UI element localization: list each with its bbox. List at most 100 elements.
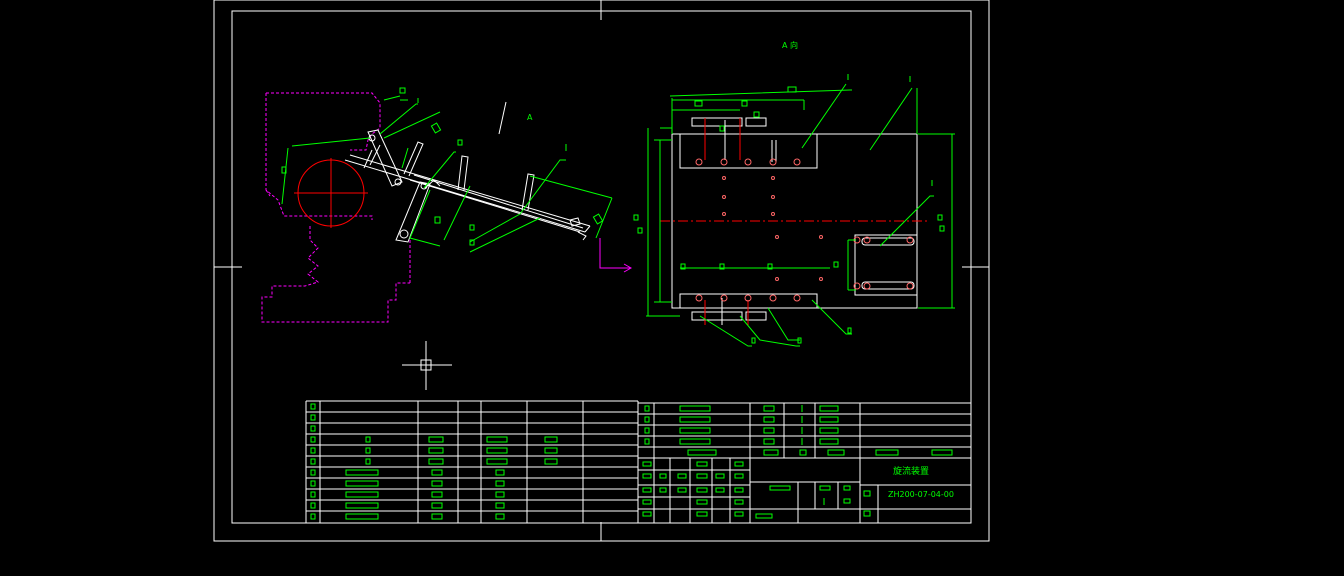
cell-tag xyxy=(819,438,839,445)
cell-tag xyxy=(642,487,652,493)
cell-tag xyxy=(544,458,558,465)
cell-tag xyxy=(863,510,871,517)
cell-tag xyxy=(642,511,652,517)
cell-tag xyxy=(495,491,505,498)
cell-tag xyxy=(659,473,667,479)
drawing-number: ZH200-07-04-00 xyxy=(888,490,954,499)
cell-tag xyxy=(819,427,839,434)
arm-mechanism xyxy=(344,129,591,243)
right-view-tags xyxy=(633,74,945,344)
cell-tag xyxy=(696,461,708,467)
cell-tag xyxy=(696,499,708,505)
cell-tag xyxy=(679,416,711,423)
cell-tag xyxy=(734,511,744,517)
cell-tag xyxy=(495,513,505,520)
cell-tag xyxy=(310,469,316,476)
cell-tag xyxy=(310,480,316,487)
cell-tag xyxy=(310,425,316,432)
cell-tag xyxy=(345,469,379,476)
bolt-holes xyxy=(695,158,914,302)
cell-tag xyxy=(819,416,839,423)
cell-tag xyxy=(644,405,650,412)
cell-tag xyxy=(431,491,443,498)
cell-tag xyxy=(345,502,379,509)
cell-tag xyxy=(677,487,687,493)
view-title-label: A 向 xyxy=(782,40,798,50)
left-view-tags xyxy=(281,87,604,246)
cell-tag xyxy=(679,405,711,412)
housing-outline xyxy=(261,92,411,323)
cell-tag xyxy=(763,416,775,423)
cell-tag xyxy=(428,447,444,454)
cell-tag xyxy=(310,502,316,509)
cell-tag xyxy=(365,458,371,465)
cell-tag xyxy=(696,511,708,517)
plate-centerline xyxy=(660,118,928,325)
section-arrow-line xyxy=(498,101,507,135)
cell-tag xyxy=(763,405,775,412)
cell-tag xyxy=(431,502,443,509)
cell-tag xyxy=(875,449,899,456)
title-block xyxy=(638,457,971,524)
cell-tag xyxy=(544,436,558,443)
cell-tag xyxy=(642,461,652,467)
cell-tag xyxy=(843,498,851,504)
cell-tag xyxy=(544,447,558,454)
cell-tag xyxy=(763,449,779,456)
cell-tag xyxy=(679,427,711,434)
sheet-frame xyxy=(213,0,990,542)
crosshair-cursor[interactable] xyxy=(402,341,452,390)
cell-tag xyxy=(310,436,316,443)
cell-tag xyxy=(642,473,652,479)
cell-tag xyxy=(428,458,444,465)
cell-tag xyxy=(495,480,505,487)
drive-wheel xyxy=(294,158,368,228)
cell-tag xyxy=(763,438,775,445)
cell-tag xyxy=(843,485,851,491)
cell-tag xyxy=(769,485,791,491)
cell-tag xyxy=(495,502,505,509)
cell-tag xyxy=(687,449,717,456)
cell-tag xyxy=(310,403,316,410)
cell-tag xyxy=(755,513,773,519)
cell-tag xyxy=(644,438,650,445)
cell-tag xyxy=(734,499,744,505)
view-arrow-label: A xyxy=(527,113,533,122)
cell-tag xyxy=(365,436,371,443)
cell-tag xyxy=(345,480,379,487)
cell-tag xyxy=(345,513,379,520)
cell-tag xyxy=(715,487,725,493)
cell-tag xyxy=(642,499,652,505)
cell-tag xyxy=(310,447,316,454)
bom-table xyxy=(305,400,972,524)
bom-table-tags xyxy=(310,403,953,520)
cell-tag xyxy=(819,485,831,491)
cell-tag xyxy=(345,491,379,498)
cell-tag xyxy=(495,469,505,476)
cell-tag xyxy=(310,513,316,520)
outer-border xyxy=(213,0,990,542)
cell-tag xyxy=(734,487,744,493)
cell-tag xyxy=(734,473,744,479)
cell-tag xyxy=(827,449,845,456)
cell-tag xyxy=(310,414,316,421)
title-block-tags xyxy=(642,461,871,519)
cell-tag xyxy=(365,447,371,454)
cell-tag xyxy=(677,473,687,479)
cell-tag xyxy=(659,487,667,493)
cell-tag xyxy=(696,487,708,493)
cell-tag xyxy=(763,427,775,434)
cell-tag xyxy=(486,458,508,465)
cell-tag xyxy=(715,473,725,479)
cell-tag xyxy=(679,438,711,445)
cell-tag xyxy=(431,469,443,476)
cell-tag xyxy=(644,416,650,423)
direction-arrow xyxy=(599,238,633,273)
cell-tag xyxy=(734,461,744,467)
cell-tag xyxy=(431,513,443,520)
right-view-dimensions xyxy=(646,83,955,347)
cell-tag xyxy=(819,405,839,412)
cell-tag xyxy=(428,436,444,443)
cell-tag xyxy=(310,458,316,465)
